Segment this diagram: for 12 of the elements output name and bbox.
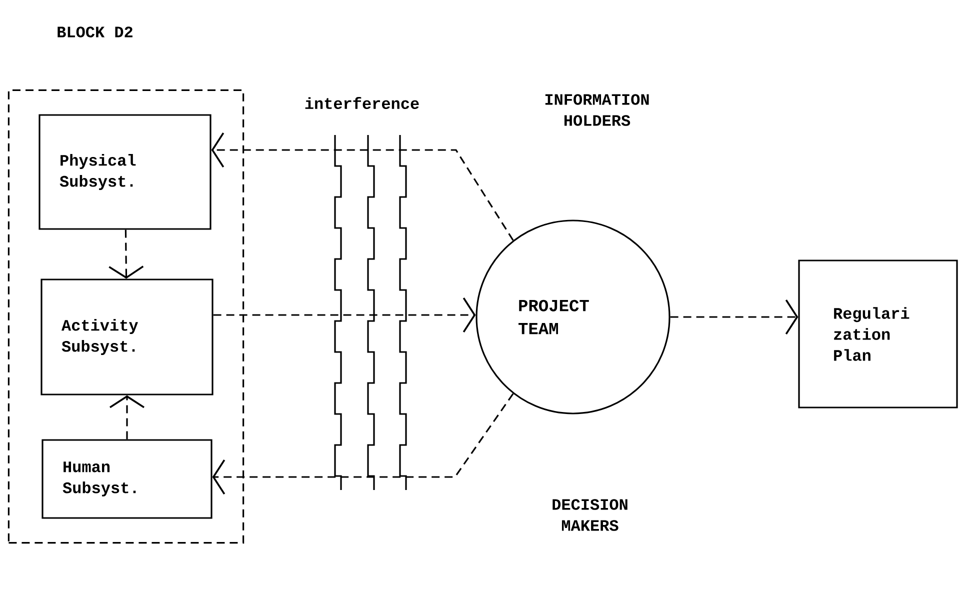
plan-box: Regulari zation Plan <box>798 260 958 408</box>
arrow <box>211 132 514 241</box>
arrow <box>212 393 514 494</box>
arrow <box>213 298 476 332</box>
subsystem-box: Activity Subsyst. <box>40 278 214 396</box>
subsystem-box: Physical Subsyst. <box>38 114 212 230</box>
subsystem-box: Human Subsyst. <box>42 439 212 519</box>
arrow <box>670 300 798 334</box>
annotation: INFORMATION HOLDERS <box>545 94 649 126</box>
node-label: BLOCK D2 <box>58 26 132 38</box>
annotation: DECISION MAKERS <box>552 499 628 531</box>
annotation: interference <box>305 97 419 109</box>
